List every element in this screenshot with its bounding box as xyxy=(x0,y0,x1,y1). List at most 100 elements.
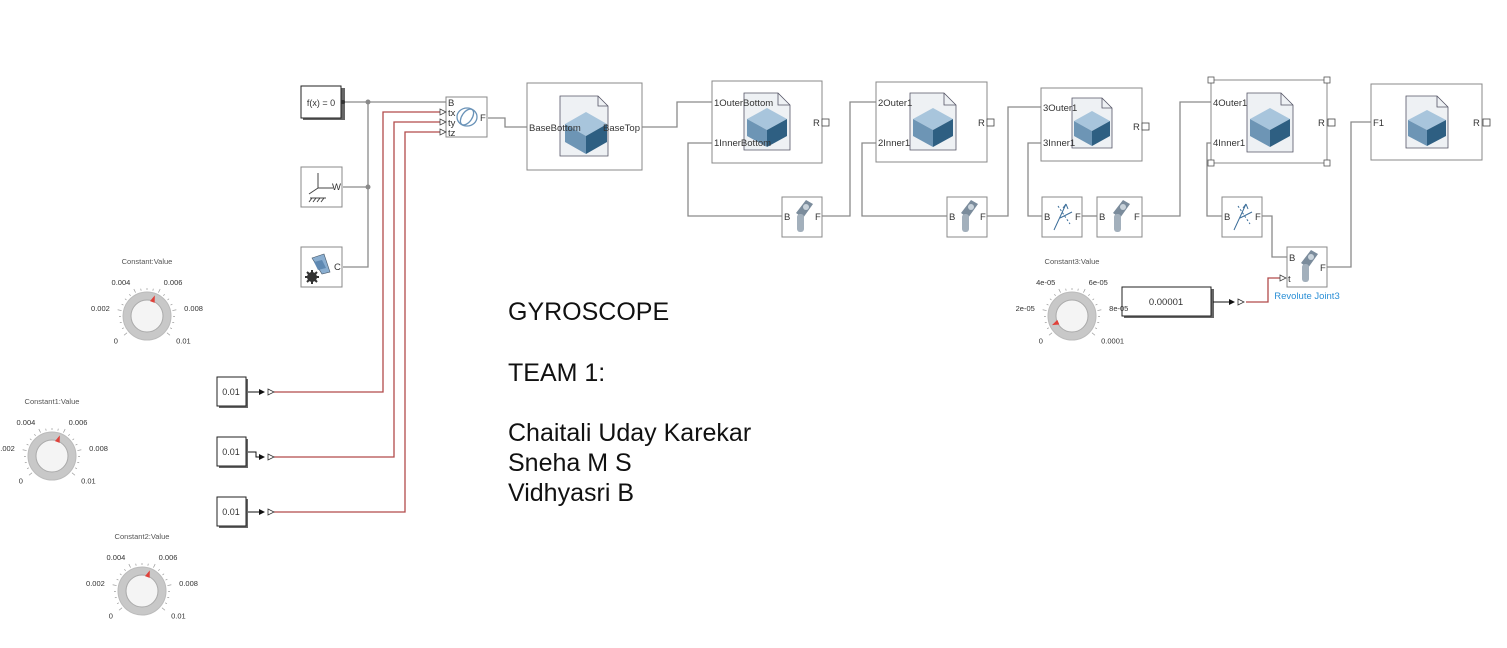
knob-tick xyxy=(158,288,161,293)
conn-joint3-to-outer4[interactable] xyxy=(1142,101,1212,217)
knob-tick xyxy=(158,569,160,572)
joint3-port-f: F xyxy=(1134,212,1140,223)
knob-dial[interactable] xyxy=(125,574,159,608)
solver-config-block[interactable]: f(x) = 0 xyxy=(300,85,345,120)
knob-title: Constant1:Value xyxy=(25,397,80,406)
knob-tick xyxy=(119,573,122,576)
gear-icon xyxy=(305,270,319,284)
knob-tick xyxy=(1049,298,1052,301)
knob-tick xyxy=(77,449,82,451)
transform-port-ty: ty xyxy=(448,118,456,129)
constant-block-3[interactable]: 0.00001 xyxy=(1121,286,1245,318)
solid-cube-icon xyxy=(909,92,957,151)
annotation-member: Sneha M S xyxy=(508,449,632,477)
conn-joint1-to-outer2[interactable] xyxy=(822,101,877,217)
transform-input-ports xyxy=(439,108,447,136)
knob-tick xyxy=(165,602,168,605)
weld-transform-3[interactable]: B F xyxy=(1041,196,1083,238)
mechanism-config-block[interactable]: C xyxy=(300,246,343,288)
config-arm-icon xyxy=(311,253,331,275)
solid1-port-r: R xyxy=(813,118,820,129)
conn-inner4-to-weld4[interactable] xyxy=(1206,142,1222,217)
constant-block-0[interactable]: 0.01 xyxy=(216,376,275,408)
joint2-port-f: F xyxy=(980,212,986,223)
knob-dial[interactable] xyxy=(1055,299,1089,333)
knob-tick-label: 4e-05 xyxy=(1036,278,1055,287)
knob-tick xyxy=(1046,327,1049,330)
knob-tick-label: 0 xyxy=(1039,336,1043,345)
world-frame-block[interactable]: W xyxy=(300,166,343,208)
knob-tick-label: 0.004 xyxy=(112,278,131,287)
revolute-joint-label[interactable]: Revolute Joint3 xyxy=(1274,291,1339,302)
revolute-joint-actuated[interactable]: B t F Revolute Joint3 xyxy=(1274,246,1340,302)
knob-title: Constant:Value xyxy=(122,257,173,266)
solid-block-3[interactable]: 3Outer1 3Inner1 R xyxy=(1040,87,1150,162)
knob-tick xyxy=(1083,288,1086,293)
knob-tick-label: 0.01 xyxy=(171,611,186,620)
conn-world-to-bus[interactable] xyxy=(343,102,369,188)
knob-tick xyxy=(1058,288,1061,293)
junction-dots xyxy=(365,99,371,190)
solid-block-4-selected[interactable]: 4Outer1 4Inner1 R xyxy=(1207,76,1336,167)
revolute-joint-1[interactable]: B F xyxy=(781,196,823,238)
signal-const0-to-tx[interactable] xyxy=(274,111,440,393)
signal-const3-to-revolute[interactable] xyxy=(1246,277,1280,303)
weld-transform-4[interactable]: B F xyxy=(1221,196,1263,238)
knob-tick xyxy=(161,607,166,611)
constant-block-2[interactable]: 0.01 xyxy=(216,496,275,528)
knob-tick xyxy=(34,434,36,437)
knob-tick xyxy=(1088,294,1090,297)
signal-const1-to-ty[interactable] xyxy=(274,121,440,458)
solid-cube-icon xyxy=(1071,97,1113,149)
knob-tick xyxy=(22,449,27,451)
conn-joint2-to-outer3[interactable] xyxy=(987,106,1042,217)
constant-value: 0.01 xyxy=(222,447,240,457)
solid-block-6[interactable]: F1 R xyxy=(1370,83,1491,161)
transform-port-tx: tx xyxy=(448,108,456,119)
conn-revolute-to-solid6[interactable] xyxy=(1327,121,1372,268)
knob-tick xyxy=(124,298,127,301)
conn-inner1-to-joint1[interactable] xyxy=(687,142,782,217)
solid-block-outer-bottom[interactable]: 1OuterBottom 1InnerBottom R xyxy=(711,80,830,164)
solid4-port-r: R xyxy=(1318,118,1325,129)
knob-tick-label: 0.002 xyxy=(86,579,105,588)
knob-tick xyxy=(112,584,117,586)
axes-icon xyxy=(308,173,333,203)
knob-tick xyxy=(167,298,170,301)
conn-inner2-to-joint2[interactable] xyxy=(861,142,947,217)
revolute-joint-3[interactable]: B F xyxy=(1096,196,1143,238)
solid-block-2[interactable]: 2Outer1 2Inner1 R xyxy=(875,81,995,163)
knob-tick xyxy=(1046,303,1049,306)
rigid-transform-block[interactable]: B tx ty tz F xyxy=(439,96,488,139)
knob-tick-label: 6e-05 xyxy=(1089,278,1108,287)
revolute-joint-2[interactable]: B F xyxy=(946,196,988,238)
knob-tick xyxy=(153,563,156,568)
conn-config-to-bus[interactable] xyxy=(343,187,369,268)
conn-inner3-to-weld3[interactable] xyxy=(1027,142,1042,217)
conn-base-to-outer1[interactable] xyxy=(642,101,713,128)
solid-block-base[interactable]: BaseBottom BaseTop xyxy=(526,82,643,171)
knob-tick xyxy=(72,438,75,441)
knob-tick-label: 0.0001 xyxy=(1101,336,1124,345)
knob-tick xyxy=(26,467,29,470)
signal-const2-to-tz[interactable] xyxy=(274,131,440,513)
knob-tick-label: 0.006 xyxy=(164,278,183,287)
solid-cube-icon xyxy=(1405,95,1449,149)
knob-dial[interactable] xyxy=(35,439,69,473)
knob-tick xyxy=(63,428,66,433)
constant-block-1[interactable]: 0.01 xyxy=(216,436,275,468)
knob-tick-label: 0.002 xyxy=(91,304,110,313)
conn-weld4-to-revolute[interactable] xyxy=(1262,215,1287,258)
selection-handles[interactable] xyxy=(1207,76,1331,167)
transform-port-b: B xyxy=(448,98,454,109)
joint2-port-b: B xyxy=(949,212,955,223)
solid2-port-r: R xyxy=(978,118,985,129)
knob-dial[interactable] xyxy=(130,299,164,333)
knob-tick xyxy=(121,303,124,306)
conn-transform-to-base[interactable] xyxy=(488,117,528,128)
